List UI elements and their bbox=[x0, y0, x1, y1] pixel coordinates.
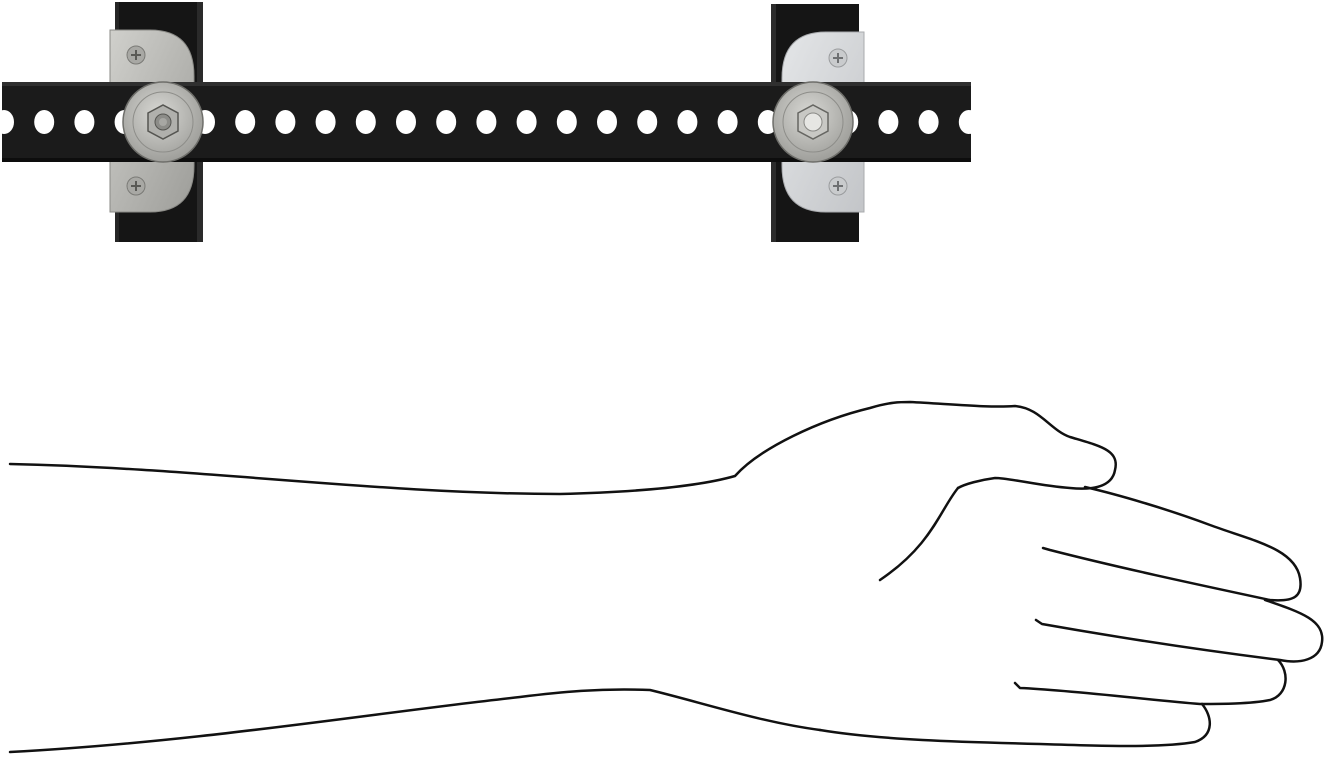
rail-hole bbox=[597, 110, 617, 134]
thumb-crease bbox=[878, 486, 960, 582]
rail-hole bbox=[315, 110, 336, 134]
ring-finger bbox=[1013, 658, 1287, 706]
rail-hole bbox=[436, 110, 457, 134]
rail-hole bbox=[476, 110, 497, 134]
phillips-screw-icon bbox=[828, 176, 848, 196]
rail-hole bbox=[235, 110, 256, 134]
rail-hole bbox=[516, 110, 537, 134]
rail-hole bbox=[717, 110, 738, 134]
rail-hole bbox=[396, 110, 416, 134]
rail-hole bbox=[918, 110, 939, 134]
right-bolt bbox=[772, 81, 854, 163]
rail-hole bbox=[637, 110, 658, 134]
hand-outline-icon bbox=[8, 400, 1324, 754]
rail-hole bbox=[677, 110, 698, 134]
index-finger bbox=[1041, 485, 1302, 602]
rail-hole bbox=[556, 110, 577, 134]
rail-hole bbox=[878, 110, 899, 134]
forearm-bottom-contour bbox=[8, 688, 822, 754]
phillips-screw-icon bbox=[828, 48, 848, 68]
little-finger bbox=[818, 702, 1211, 748]
hex-nut-icon bbox=[797, 104, 829, 140]
rail-hole bbox=[275, 110, 296, 134]
rail-hole bbox=[74, 110, 95, 134]
rail-hole bbox=[0, 110, 14, 134]
forearm-top-contour bbox=[8, 400, 1118, 496]
rail-end-notch bbox=[965, 110, 979, 134]
left-bolt bbox=[122, 81, 204, 163]
rail-hole bbox=[355, 110, 376, 134]
rail-hole bbox=[34, 110, 55, 134]
phillips-screw-icon bbox=[126, 45, 146, 65]
hex-nut-icon bbox=[147, 104, 179, 140]
middle-finger bbox=[1034, 598, 1324, 663]
phillips-screw-icon bbox=[126, 176, 146, 196]
